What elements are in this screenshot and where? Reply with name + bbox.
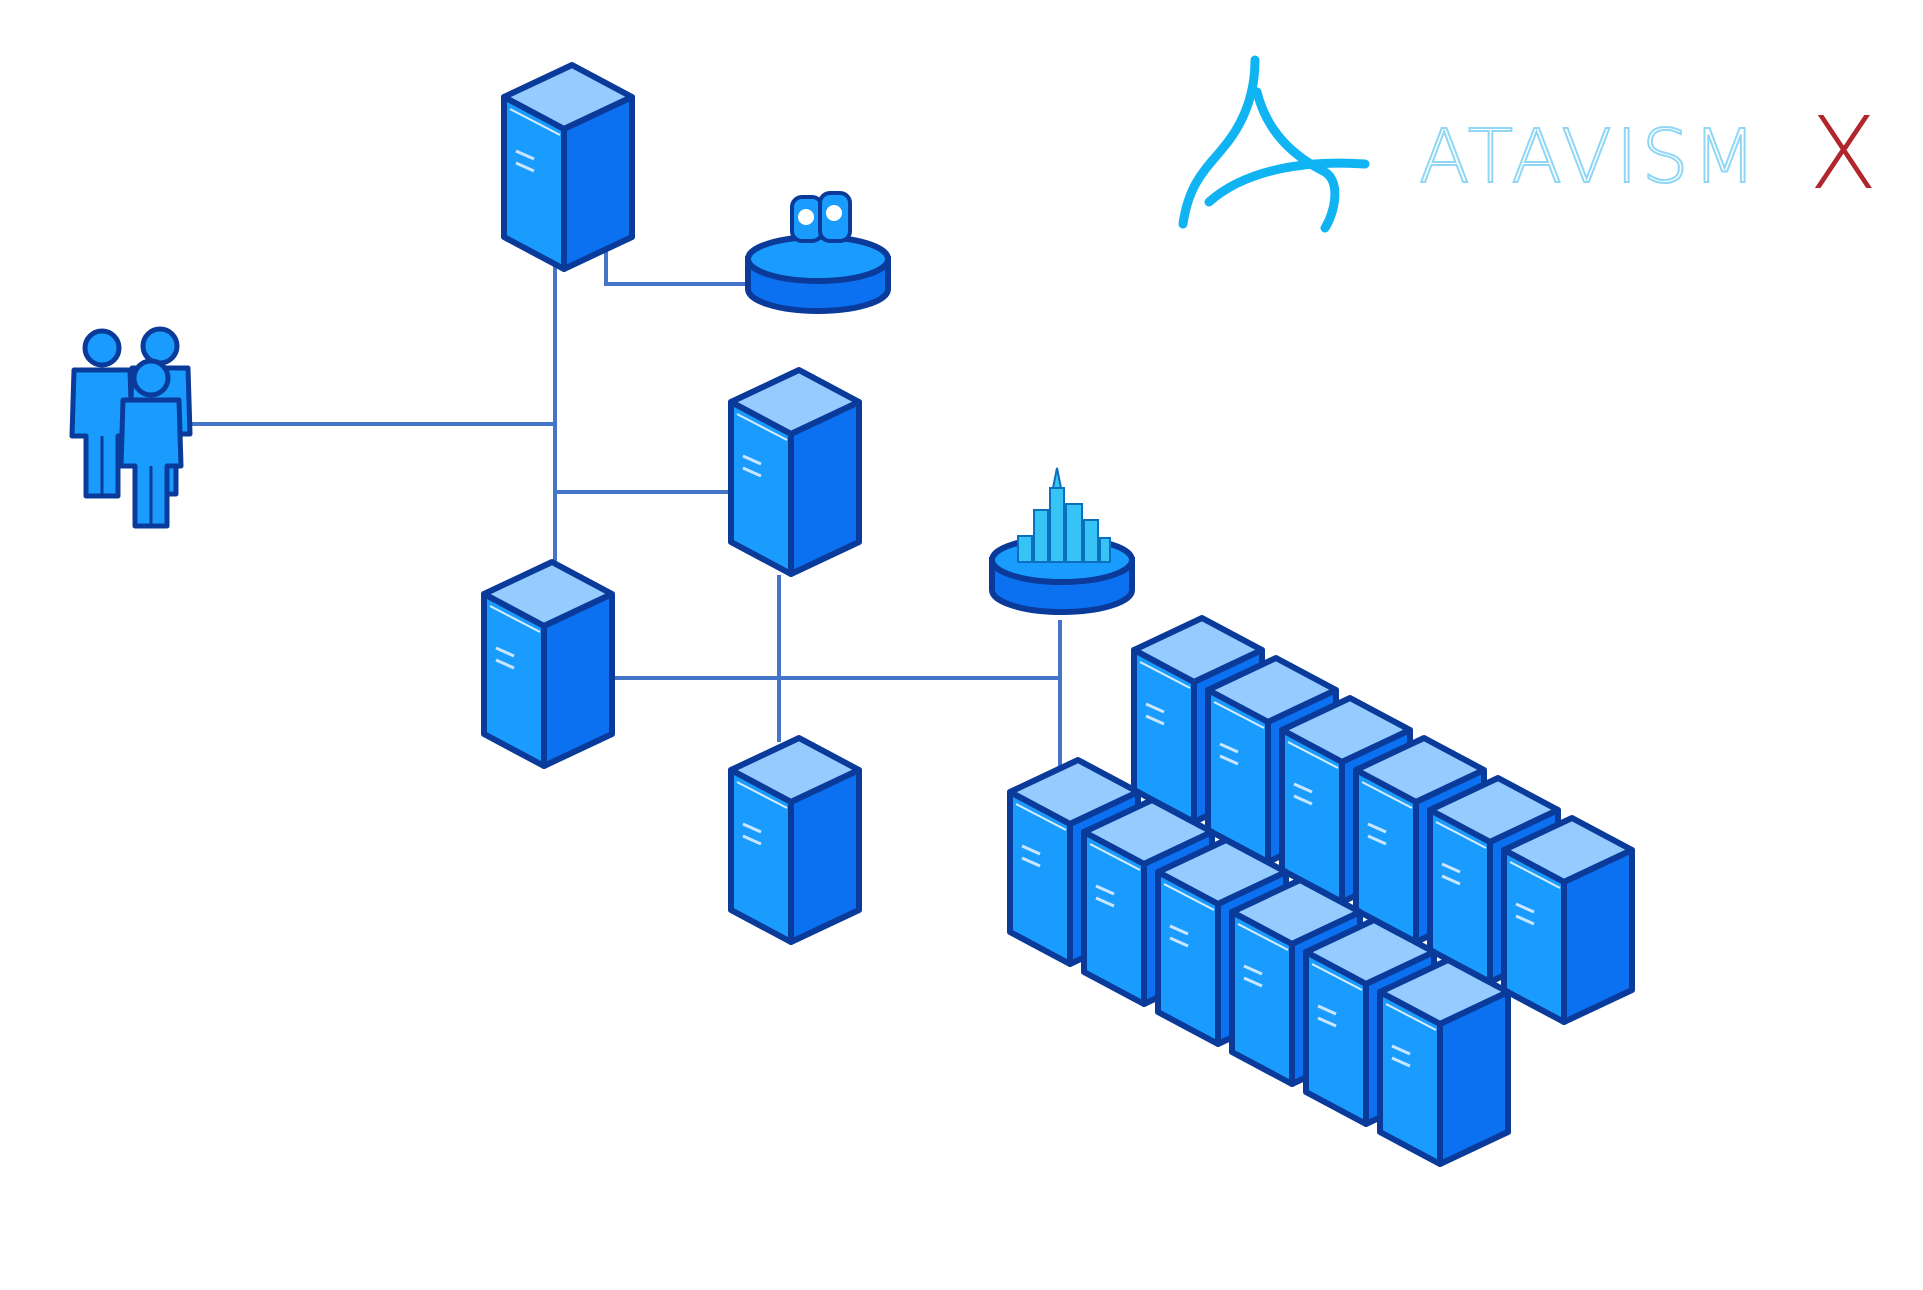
user-group xyxy=(72,329,190,526)
city-database-icon xyxy=(1017,467,1111,563)
user-database xyxy=(748,191,888,311)
server-cluster xyxy=(1010,618,1632,1164)
server-top xyxy=(504,65,632,269)
logo-wordmark: ATAVISM xyxy=(1419,114,1761,200)
connection-lines xyxy=(175,235,1062,778)
users-icon xyxy=(72,329,190,526)
atavism-x-logo: ATAVISM X xyxy=(1178,55,1878,233)
cluster-server xyxy=(1504,818,1632,1022)
server-middle-left xyxy=(484,562,612,766)
stylized-a-icon xyxy=(1178,55,1370,233)
server-middle-right xyxy=(731,370,859,574)
logo-suffix: X xyxy=(1809,95,1878,212)
server-bottom xyxy=(731,738,859,942)
user-database-icon xyxy=(790,191,852,243)
cluster-server xyxy=(1380,960,1508,1164)
city-database xyxy=(992,467,1132,612)
